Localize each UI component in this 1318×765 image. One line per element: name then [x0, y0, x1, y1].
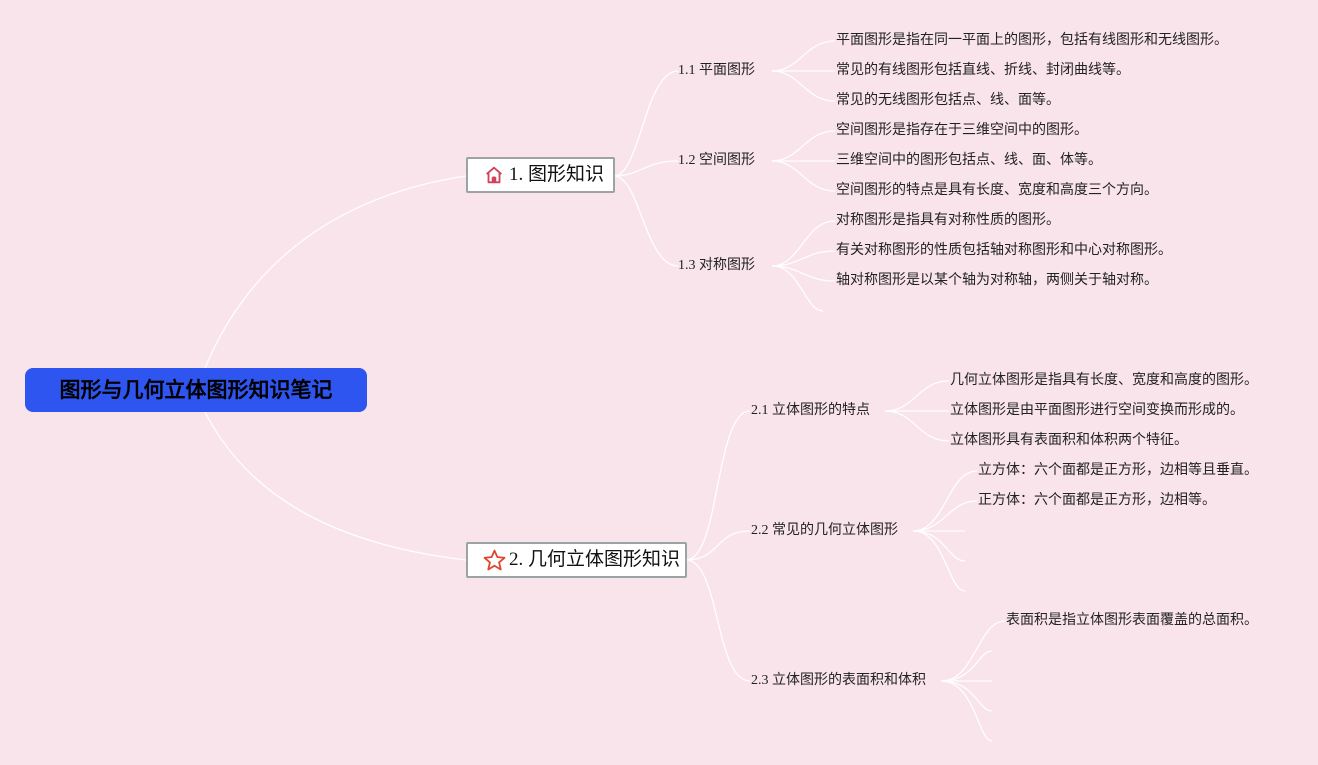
leaf-topic[interactable]: 轴对称图形是以某个轴为对称轴，两侧关于轴对称。: [836, 273, 1158, 288]
home-icon: [486, 166, 502, 184]
main-topic-label: 1. 图形知识: [509, 164, 605, 185]
subtopic-plane-figures[interactable]: 1.1 平面图形: [678, 63, 755, 78]
leaf-topic[interactable]: 立体图形具有表面积和体积两个特征。: [950, 433, 1188, 448]
leaf-topic[interactable]: 三维空间中的图形包括点、线、面、体等。: [836, 153, 1102, 168]
subtopic-symmetric-figures[interactable]: 1.3 对称图形: [678, 258, 755, 273]
subtopic-solid-features[interactable]: 2.1 立体图形的特点: [751, 403, 870, 418]
leaf-topic[interactable]: 立体图形是由平面图形进行空间变换而形成的。: [950, 403, 1244, 418]
subtopic-area-volume[interactable]: 2.3 立体图形的表面积和体积: [751, 673, 926, 688]
leaf-topic[interactable]: 有关对称图形的性质包括轴对称图形和中心对称图形。: [836, 243, 1172, 258]
leaf-topic[interactable]: 表面积是指立体图形表面覆盖的总面积。: [1006, 613, 1258, 628]
subtopic-common-solids[interactable]: 2.2 常见的几何立体图形: [751, 523, 898, 538]
central-topic[interactable]: 图形与几何立体图形知识笔记: [25, 368, 367, 412]
leaf-topic[interactable]: 常见的有线图形包括直线、折线、封闭曲线等。: [836, 63, 1130, 78]
subtopic-spatial-figures[interactable]: 1.2 空间图形: [678, 153, 755, 168]
leaf-topic[interactable]: 对称图形是指具有对称性质的图形。: [836, 213, 1060, 228]
leaf-topic[interactable]: 正方体：六个面都是正方形，边相等。: [978, 493, 1216, 508]
leaf-topic[interactable]: 空间图形是指存在于三维空间中的图形。: [836, 123, 1088, 138]
leaf-topic[interactable]: 立方体：六个面都是正方形，边相等且垂直。: [978, 463, 1258, 478]
main-topic-shape-knowledge[interactable]: 1. 图形知识: [466, 157, 615, 193]
main-topic-solid-geometry[interactable]: 2. 几何立体图形知识: [466, 542, 687, 578]
leaf-topic[interactable]: 几何立体图形是指具有长度、宽度和高度的图形。: [950, 373, 1258, 388]
leaf-topic[interactable]: 常见的无线图形包括点、线、面等。: [836, 93, 1060, 108]
leaf-topic[interactable]: 平面图形是指在同一平面上的图形，包括有线图形和无线图形。: [836, 33, 1228, 48]
leaf-topic[interactable]: 空间图形的特点是具有长度、宽度和高度三个方向。: [836, 183, 1158, 198]
star-icon: [483, 549, 506, 571]
main-topic-label: 2. 几何立体图形知识: [509, 549, 681, 570]
